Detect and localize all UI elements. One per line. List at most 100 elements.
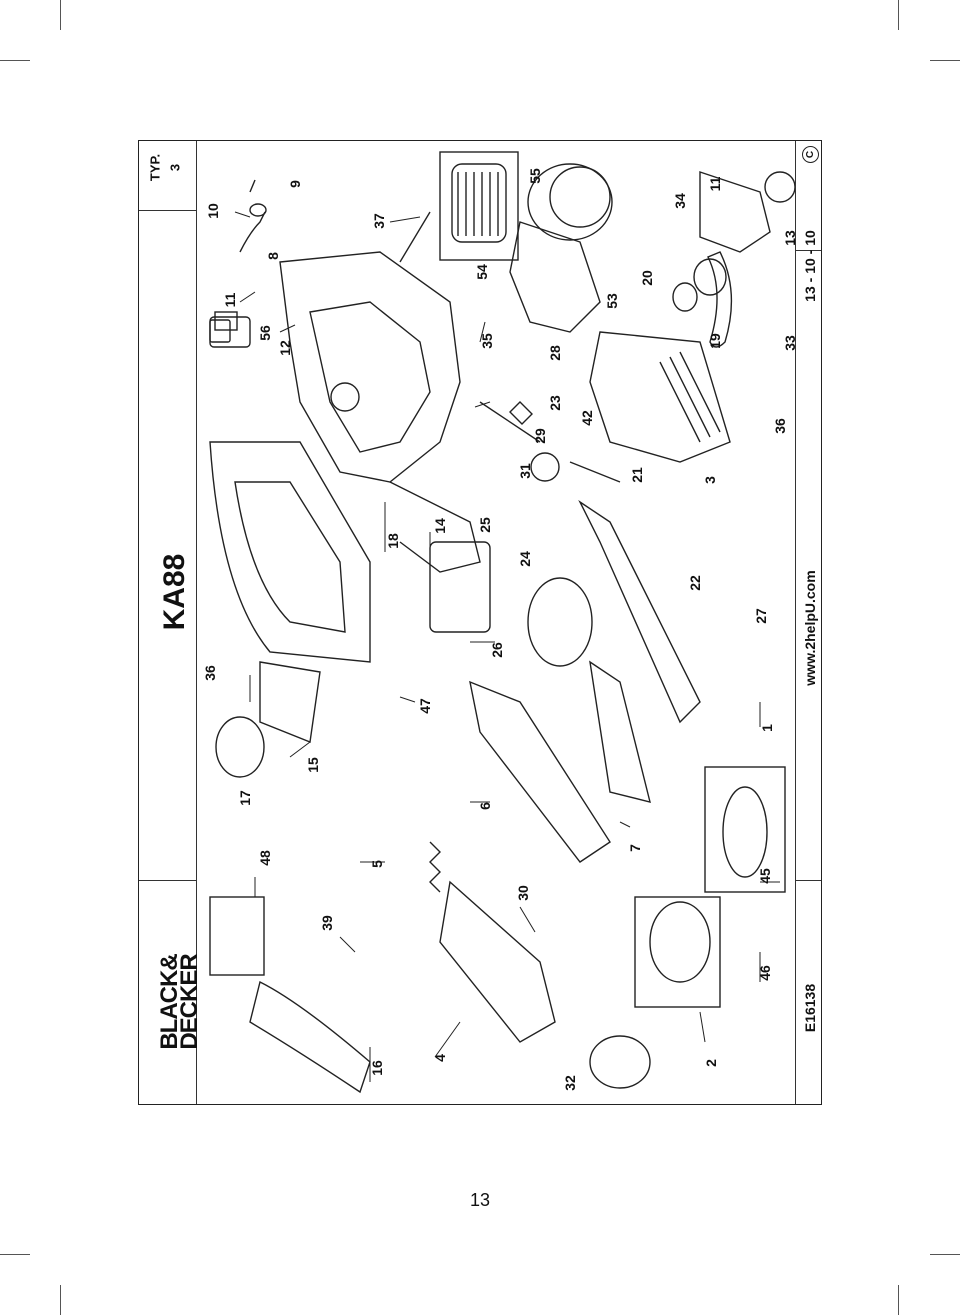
part-lever — [439, 880, 556, 1043]
footer-date: 13 - 10 - 10 — [802, 230, 818, 302]
part-screw — [249, 179, 256, 193]
part-label: 56 — [257, 325, 273, 341]
part-label: 35 — [479, 333, 495, 349]
part-frame-6 — [469, 680, 611, 863]
diagram-frame — [138, 140, 822, 1105]
part-label: 27 — [753, 608, 769, 624]
part-label: 10 — [205, 203, 221, 219]
part-label: 26 — [489, 642, 505, 658]
part-base-plate-grille — [659, 351, 721, 443]
crop-mark — [0, 60, 30, 61]
part-label: 7 — [627, 844, 643, 852]
part-label: 37 — [371, 213, 387, 229]
part-label: 9 — [287, 180, 303, 188]
part-label: 31 — [517, 463, 533, 479]
part-pulley-19 — [672, 282, 698, 312]
footer-website: www.2helpU.com — [802, 570, 818, 686]
part-label: 12 — [277, 340, 293, 356]
crop-mark — [898, 1285, 899, 1315]
part-label: 42 — [579, 410, 595, 426]
footer-code-divider — [796, 880, 821, 881]
part-label: 2 — [703, 1059, 719, 1067]
part-label: 47 — [417, 698, 433, 714]
crop-mark — [930, 1254, 960, 1255]
part-label: 18 — [385, 533, 401, 549]
part-label: 14 — [432, 518, 448, 534]
part-front-cap — [589, 1035, 651, 1089]
part-label: 54 — [474, 264, 490, 280]
part-cable — [239, 211, 266, 253]
part-drum-26 — [527, 577, 593, 667]
part-label: 3 — [702, 476, 718, 484]
part-handle-inner — [234, 481, 346, 633]
header-brand-divider — [139, 880, 196, 881]
part-label: 8 — [265, 252, 281, 260]
part-label: 30 — [515, 885, 531, 901]
part-label: 24 — [517, 551, 533, 567]
part-brush-holder — [209, 896, 265, 976]
part-bearing-28 — [509, 401, 533, 425]
part-label: 53 — [604, 293, 620, 309]
part-label: 16 — [369, 1060, 385, 1076]
crop-mark — [898, 0, 899, 30]
part-label: 20 — [639, 270, 655, 286]
part-housing — [279, 251, 461, 483]
part-label: 17 — [237, 790, 253, 806]
part-label: 11 — [222, 292, 238, 308]
part-label: 13 — [782, 230, 798, 246]
part-knob — [249, 980, 371, 1094]
part-connector — [214, 311, 238, 331]
part-label: 32 — [562, 1075, 578, 1091]
part-label: 22 — [687, 575, 703, 591]
part-base-plate — [589, 331, 731, 463]
part-filter-ribs — [457, 172, 499, 236]
part-spring — [429, 841, 441, 893]
part-disk-17 — [215, 716, 265, 778]
part-label: 1 — [759, 724, 775, 732]
copyright-icon: C — [802, 146, 819, 163]
part-label: 11 — [707, 176, 723, 192]
part-dust-bag — [509, 221, 601, 333]
part-armature — [722, 786, 768, 878]
part-label: 55 — [527, 168, 543, 184]
header-type-divider — [139, 210, 196, 211]
part-screw-long — [399, 211, 431, 263]
part-label: 4 — [432, 1054, 448, 1062]
part-label: 23 — [547, 395, 563, 411]
crop-mark — [930, 60, 960, 61]
part-pulley-cover — [699, 171, 771, 253]
part-label: 25 — [477, 517, 493, 533]
part-field-frame — [634, 896, 721, 1008]
crop-mark — [60, 0, 61, 30]
part-switch-module — [429, 541, 491, 633]
part-handle — [209, 441, 371, 663]
part-label: 28 — [547, 345, 563, 361]
part-tray-7 — [589, 660, 651, 803]
crop-mark — [60, 1285, 61, 1315]
part-label: 46 — [757, 965, 773, 981]
crop-mark — [0, 1254, 30, 1255]
part-label: 19 — [707, 333, 723, 349]
header-divider — [196, 141, 197, 1104]
part-gear-23 — [530, 452, 560, 482]
part-pulley-20 — [693, 258, 727, 296]
part-dust-cap-face — [549, 166, 611, 228]
part-platen — [578, 499, 701, 724]
part-label: 39 — [319, 915, 335, 931]
part-shaft — [479, 401, 541, 443]
part-armature-frame — [704, 766, 786, 893]
part-label: 15 — [305, 757, 321, 773]
footer-divider — [795, 141, 796, 1104]
part-bracket-15 — [259, 661, 321, 743]
exploded-parts-drawing — [209, 151, 795, 1094]
part-label: 6 — [477, 802, 493, 810]
footer-date-divider — [796, 250, 821, 251]
part-label: 21 — [629, 467, 645, 483]
part-label: 45 — [757, 868, 773, 884]
part-label: 36 — [772, 418, 788, 434]
part-filter — [451, 163, 507, 243]
part-label: 33 — [782, 335, 798, 351]
part-shaft-21 — [569, 461, 621, 483]
part-filter-frame — [439, 151, 519, 261]
part-label: 5 — [369, 860, 385, 868]
